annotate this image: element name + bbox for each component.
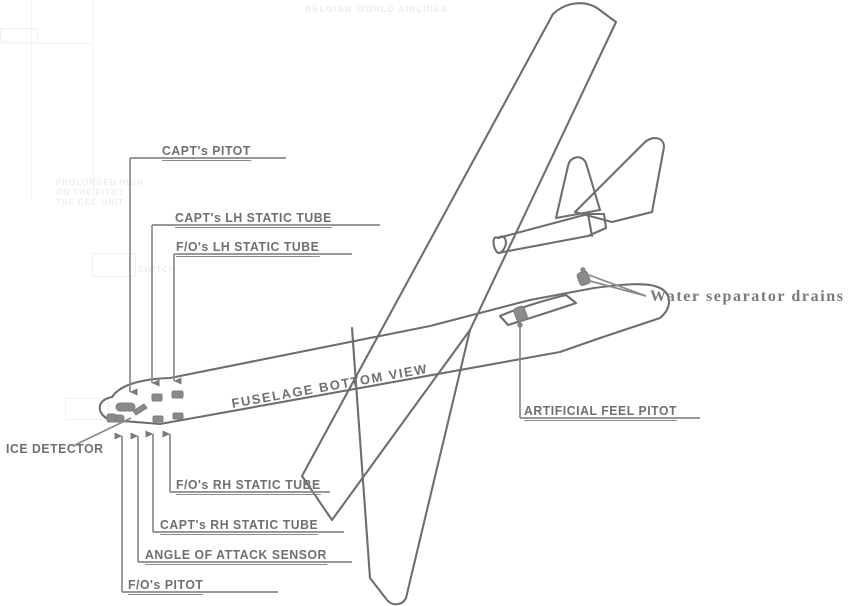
drain-marker-aft [576, 270, 591, 286]
callout-capt-rh-static-tube[interactable]: CAPT's RH STATIC TUBE [160, 517, 319, 535]
sensor-block-rh-static-1 [152, 415, 164, 423]
callout-fo-rh-static-tube[interactable]: F/O's RH STATIC TUBE [176, 477, 321, 495]
callout-ice-detector[interactable]: ICE DETECTOR [6, 441, 104, 456]
callout-capt-lh-static-tube[interactable]: CAPT's LH STATIC TUBE [175, 210, 332, 228]
engine-inlet-lip [496, 235, 507, 255]
drain-marker-fwd [513, 305, 528, 322]
sensor-block-lh-static-2 [171, 390, 184, 399]
drain-dot-fwd [517, 322, 523, 328]
leader-water-separator-drains [585, 273, 647, 297]
leader-ice-detector [74, 417, 132, 446]
callout-fo-lh-static-tube[interactable]: F/O's LH STATIC TUBE [176, 239, 320, 257]
left-wing-outline [300, 2, 618, 522]
callout-capt-pitot[interactable]: CAPT's PITOT [162, 143, 251, 161]
callout-angle-of-attack-sensor[interactable]: ANGLE OF ATTACK SENSOR [145, 547, 327, 565]
sensor-block-capt-pitot [115, 402, 136, 412]
leader-lines-lower-left [114, 430, 352, 593]
sensor-block-lh-static-1 [151, 393, 163, 402]
sensor-block-rh-static-2 [172, 412, 184, 420]
drain-dot-aft [580, 267, 586, 273]
water-separator-drain-markers [513, 267, 591, 328]
fuselage-outline [98, 336, 602, 426]
callout-fo-pitot[interactable]: F/O's PITOT [128, 577, 204, 595]
angle-of-attack-vane [132, 403, 148, 416]
nose-sensor-markers [106, 390, 184, 423]
engine-nacelle-pylon [586, 212, 594, 238]
sensor-block-ice-detector [106, 413, 117, 423]
leader-drain-branch-fwd [589, 280, 647, 297]
right-wing-outline [350, 326, 472, 606]
airframe-outline [98, 2, 671, 606]
vertical-fin-outline [554, 156, 602, 220]
callout-artificial-feel-pitot[interactable]: ARTIFICIAL FEEL PITOT [524, 403, 678, 421]
leader-drain-branch-aft [585, 273, 647, 297]
horizontal-stabilizer-outline [573, 137, 666, 224]
leader-lines-upper-left [129, 157, 380, 396]
annotation-water-separator-drains[interactable]: Water separator drains [650, 288, 845, 305]
fuselage-top-outline [110, 286, 596, 399]
